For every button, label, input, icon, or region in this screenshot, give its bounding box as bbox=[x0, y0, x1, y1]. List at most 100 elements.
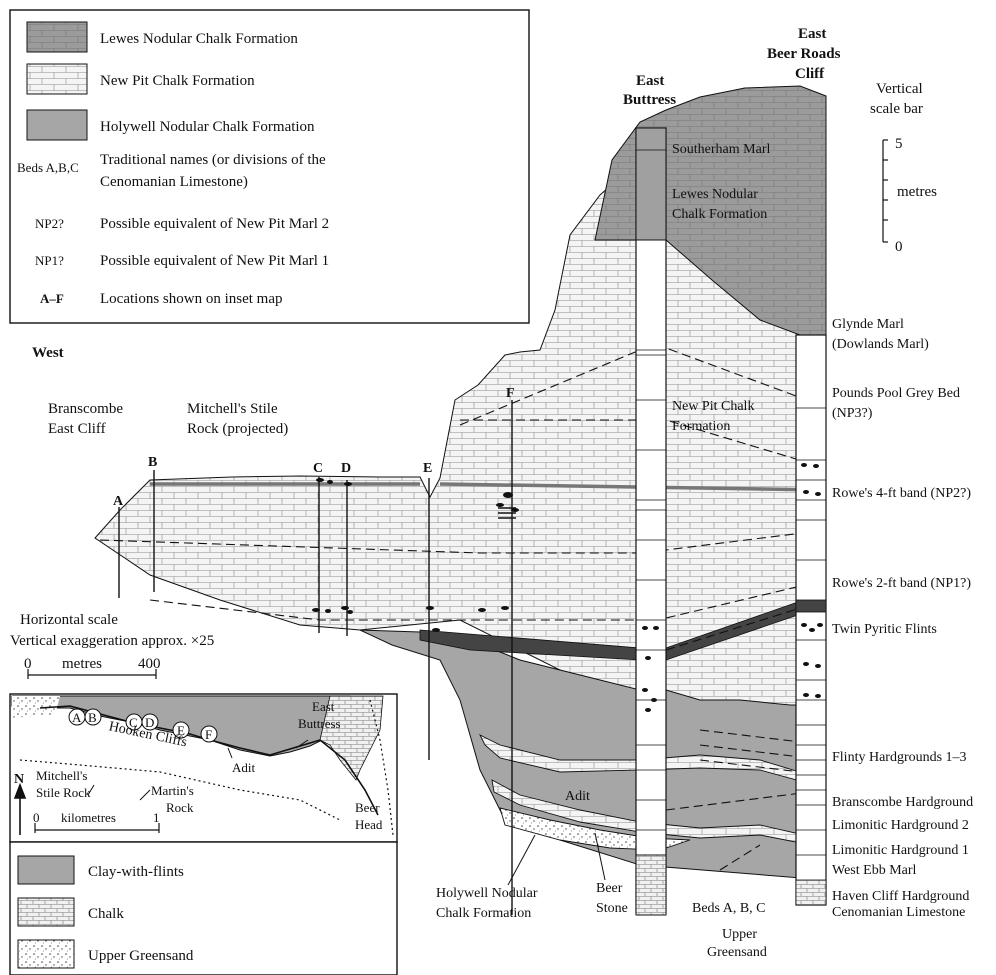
legend-top-box bbox=[9, 9, 530, 324]
right-label-limonitic-2: Limonitic Hardground 2 bbox=[832, 818, 969, 833]
legend-newpit-label: New Pit Chalk Formation bbox=[100, 73, 255, 89]
lewes-label-2: Chalk Formation bbox=[672, 207, 767, 222]
greensand-swatch bbox=[17, 939, 75, 969]
inset-arrows bbox=[87, 739, 309, 801]
lewes-label-1: Lewes Nodular bbox=[672, 187, 758, 202]
location-d-label: D bbox=[341, 461, 351, 476]
clay-swatch bbox=[17, 855, 75, 885]
location-lines bbox=[118, 400, 513, 915]
legend-traditional-label-2: Cenomanian Limestone) bbox=[100, 174, 248, 190]
inset-scale-bar bbox=[34, 823, 160, 833]
location-b-label: B bbox=[148, 455, 157, 470]
branscombe-label-2: East Cliff bbox=[48, 421, 106, 437]
location-f-label: F bbox=[506, 386, 515, 401]
adit-label: Adit bbox=[565, 789, 590, 804]
vertical-scale-zero: 0 bbox=[895, 239, 903, 255]
legend-clay-label: Clay-with-flints bbox=[88, 864, 184, 880]
vertical-exaggeration: Vertical exaggeration approx. ×25 bbox=[10, 633, 214, 649]
flint-bars bbox=[498, 507, 516, 519]
inset-east-buttress-chalk bbox=[319, 695, 384, 781]
inset-location-d: D bbox=[145, 715, 154, 730]
surface-line bbox=[150, 482, 827, 492]
vertical-scale-max: 5 bbox=[895, 136, 903, 152]
location-c-label: C bbox=[313, 461, 323, 476]
inset-scale-zero: 0 bbox=[33, 810, 40, 825]
legend-np2-label: Possible equivalent of New Pit Marl 2 bbox=[100, 216, 329, 232]
right-label-glynde: Glynde Marl bbox=[832, 317, 904, 332]
right-label-limonitic-1: Limonitic Hardground 1 bbox=[832, 843, 969, 858]
chalk-swatch bbox=[17, 897, 75, 927]
horizontal-scale-max: 400 bbox=[138, 656, 161, 672]
legend-np1-label: Possible equivalent of New Pit Marl 1 bbox=[100, 253, 329, 269]
inset-mitchells-1: Mitchell's bbox=[36, 768, 87, 783]
right-label-flinty-hardgrounds: Flinty Hardgrounds 1–3 bbox=[832, 750, 967, 765]
legend-lewes-label: Lewes Nodular Chalk Formation bbox=[100, 31, 298, 47]
legend-beds-symbol: Beds A,B,C bbox=[17, 160, 79, 175]
east-beer-heading-2: Beer Roads bbox=[767, 46, 841, 62]
right-label-np3: (NP3?) bbox=[832, 406, 873, 421]
east-beer-heading-3: Cliff bbox=[795, 66, 825, 82]
inset-greensand-line bbox=[19, 759, 341, 821]
east-beer-column bbox=[795, 334, 827, 906]
inset-scale-max: 1 bbox=[153, 810, 160, 825]
inset-east-buttress-1: East bbox=[312, 699, 335, 714]
southerham-label: Southerham Marl bbox=[672, 142, 770, 157]
inset-scale-unit: kilometres bbox=[61, 810, 116, 825]
mitchells-label-2: Rock (projected) bbox=[187, 421, 288, 437]
inset-location-a: A bbox=[72, 710, 82, 725]
inset-coast bbox=[39, 705, 379, 816]
beer-stone-label-1: Beer bbox=[596, 881, 623, 896]
location-e-label: E bbox=[423, 461, 432, 476]
north-arrow-icon bbox=[13, 782, 27, 835]
east-buttress-column bbox=[635, 127, 667, 916]
inset-martins-2: Rock bbox=[166, 800, 194, 815]
right-label-pounds-pool: Pounds Pool Grey Bed bbox=[832, 386, 960, 401]
inset-adit: Adit bbox=[232, 760, 256, 775]
horizontal-scale-bar bbox=[27, 669, 157, 679]
holywell-label-2: Chalk Formation bbox=[436, 906, 531, 921]
east-beer-heading-1: East bbox=[798, 26, 826, 42]
beer-stone-label-2: Stone bbox=[596, 901, 628, 916]
inset-location-circles bbox=[68, 708, 218, 743]
newpit-label-2: Formation bbox=[672, 419, 730, 434]
right-label-dowlands: (Dowlands Marl) bbox=[832, 337, 929, 352]
legend-np1-symbol: NP1? bbox=[35, 253, 64, 268]
inset-north-label: N bbox=[14, 772, 24, 787]
inset-greensand-west bbox=[12, 696, 60, 718]
inset-location-b: B bbox=[88, 710, 97, 725]
mitchells-label-1: Mitchell's Stile bbox=[187, 401, 278, 417]
newpit-swatch bbox=[26, 63, 88, 95]
inset-east-buttress-2: Buttress bbox=[298, 716, 341, 731]
legend-holywell-label: Holywell Nodular Chalk Formation bbox=[100, 119, 315, 135]
inset-location-f: F bbox=[205, 727, 212, 742]
right-label-rowes-2ft: Rowe's 2-ft band (NP1?) bbox=[832, 576, 971, 591]
location-a-label: A bbox=[113, 494, 124, 509]
lewes-swatch bbox=[26, 21, 88, 53]
inset-beer-head-1: Beer bbox=[355, 800, 380, 815]
vertical-scale-title-1: Vertical bbox=[876, 81, 923, 97]
inset-beer-head-2: Head bbox=[355, 817, 383, 832]
right-label-haven-cliff: Haven Cliff Hardground bbox=[832, 889, 969, 904]
east-buttress-heading-1: East bbox=[636, 73, 664, 89]
inset-mitchells-2: Stile Rock bbox=[36, 785, 91, 800]
vertical-scale-unit: metres bbox=[897, 184, 937, 200]
horizontal-scale-title: Horizontal scale bbox=[20, 612, 118, 628]
legend-af-label: Locations shown on inset map bbox=[100, 291, 282, 307]
beds-abc-label: Beds A, B, C bbox=[692, 901, 766, 916]
vertical-scale-bar bbox=[882, 139, 888, 243]
right-label-rowes-4ft: Rowe's 4-ft band (NP2?) bbox=[832, 486, 971, 501]
legend-np2-symbol: NP2? bbox=[35, 216, 64, 231]
legend-traditional-label-1: Traditional names (or divisions of the bbox=[100, 152, 326, 168]
right-label-west-ebb: West Ebb Marl bbox=[832, 863, 917, 878]
right-label-cenomanian: Cenomanian Limestone bbox=[832, 905, 965, 920]
horizontal-scale-zero: 0 bbox=[24, 656, 32, 672]
inset-martins-1: Martin's bbox=[151, 783, 194, 798]
holywell-swatch bbox=[26, 109, 88, 141]
horizontal-scale-unit: metres bbox=[62, 656, 102, 672]
upper-greensand-label-1: Upper bbox=[722, 927, 757, 942]
branscombe-label-1: Branscombe bbox=[48, 401, 123, 417]
holywell-label-1: Holywell Nodular bbox=[436, 886, 538, 901]
inset-location-e: E bbox=[177, 723, 185, 738]
vertical-scale-title-2: scale bar bbox=[870, 101, 923, 117]
